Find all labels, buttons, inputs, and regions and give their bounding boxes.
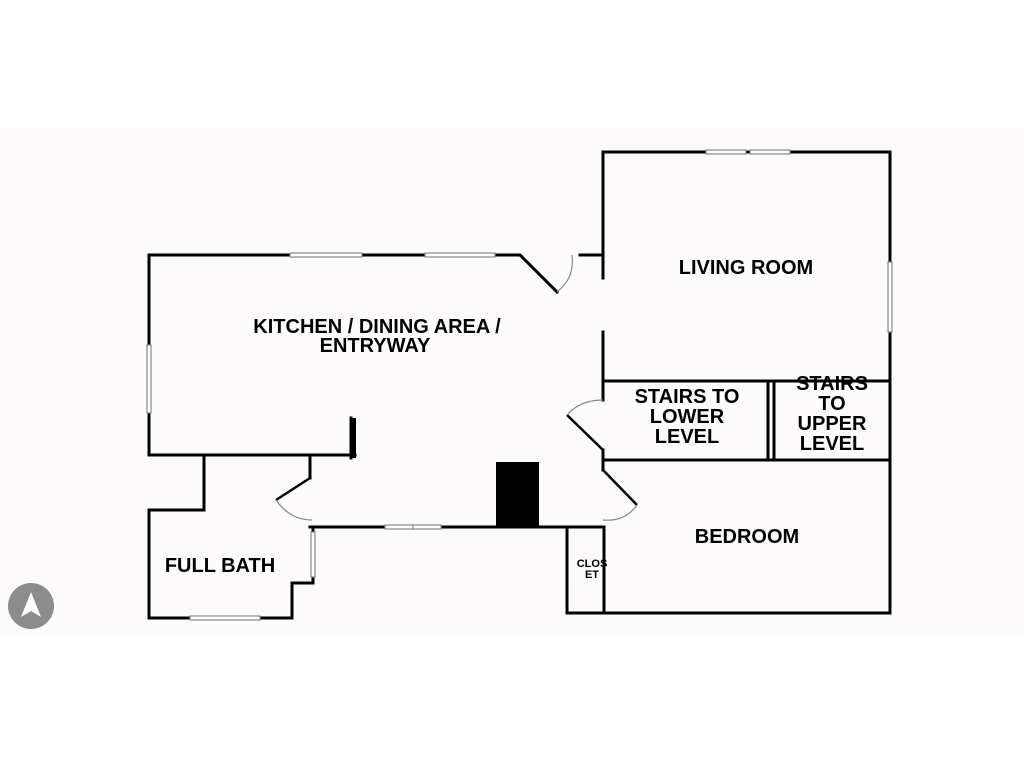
kitchen-label-line1: KITCHEN / DINING AREA / (253, 316, 501, 338)
closet-label-line2: ET (585, 569, 599, 581)
window (189, 615, 261, 621)
door-kitchen-living (556, 254, 574, 293)
window (310, 531, 316, 578)
window (887, 261, 893, 333)
stairs-upper-label-line4: LEVEL (800, 433, 864, 455)
living-room-label: LIVING ROOM (679, 257, 813, 279)
window (384, 524, 414, 530)
window (705, 149, 747, 155)
window (289, 252, 363, 258)
north-arrow-icon (21, 592, 41, 617)
stairs-upper-label-line3: UPPER (798, 413, 867, 435)
kitchen-wall-stub (350, 418, 356, 458)
door-bath (275, 476, 313, 521)
window (146, 344, 152, 414)
stairs-upper-label-line2: TO (818, 393, 845, 415)
stairs-lower-label-line2: LOWER (650, 406, 725, 428)
stairs-lower-label-line3: LEVEL (655, 426, 719, 448)
window (424, 252, 496, 258)
window (749, 149, 791, 155)
door-stairs-lower (566, 399, 604, 451)
full-bath-label: FULL BATH (165, 555, 275, 577)
bath-walls (147, 456, 315, 620)
window (412, 524, 442, 530)
bedroom-label: BEDROOM (695, 526, 799, 548)
door-bedroom (602, 469, 638, 521)
kitchen-label-line2: ENTRYWAY (320, 335, 431, 357)
stairs-lower-label-line1: STAIRS TO (635, 386, 740, 408)
compass (8, 583, 54, 629)
closet-label-line1: CLOS (577, 558, 608, 570)
utility-block (496, 462, 539, 526)
stairs-walls (601, 379, 892, 472)
stairs-upper-label-line1: STAIRS (796, 373, 868, 395)
